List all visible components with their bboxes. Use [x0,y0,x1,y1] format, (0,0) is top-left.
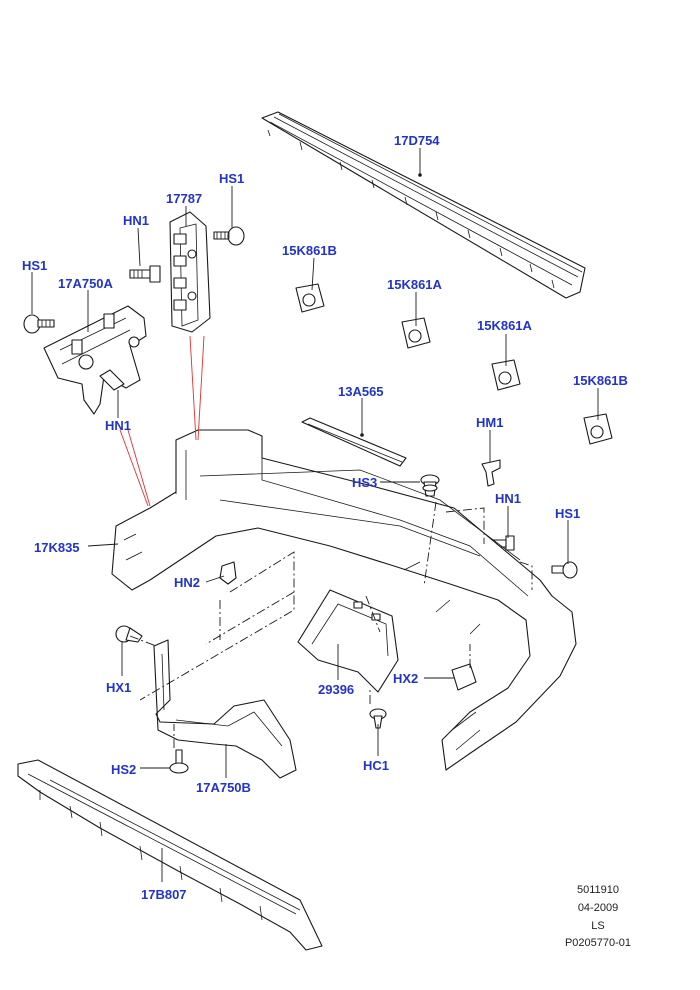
label-hx1: HX1 [106,680,131,695]
dashed-alignment-lines [129,501,533,748]
red-indicator-lines [119,335,205,507]
clip-15K861B [295,283,325,313]
bracket-17A750B [153,639,297,779]
screw-hs1-left [23,314,55,334]
label-hs1-left: HS1 [22,258,47,273]
clip-15K861B-2 [583,413,613,445]
label-17787: 17787 [166,191,202,206]
label-15K861B: 15K861B [282,243,337,258]
diagram-metadata: 5011910 04-2009 LS P0205770-01 [565,884,631,949]
label-17A750A: 17A750A [58,276,114,291]
clip-hx2 [451,663,477,691]
meta-code: 5011910 [577,884,619,896]
label-17K835: 17K835 [34,540,80,555]
part-labels: 17D754 17787 HS1 HN1 HS1 17A750A 15K861B… [22,133,628,902]
label-hx2: HX2 [393,671,418,686]
label-29396: 29396 [318,682,354,697]
bracket-17787 [169,211,211,333]
screw-hs1-top [213,226,245,246]
fastener-hx1 [115,625,143,643]
label-hs2: HS2 [111,762,136,777]
clip-15K861A-2 [491,359,521,391]
clip-hc1 [369,708,387,729]
screw-hs2 [169,749,189,774]
label-hn1-top: HN1 [123,213,149,228]
meta-ref: P0205770-01 [565,937,631,949]
absorber-17B807 [17,759,323,951]
clip-15K861A-1 [401,317,431,349]
nut-hn2 [219,561,237,585]
fastener-hm1 [481,459,501,487]
label-hn1-mid: HN1 [105,418,131,433]
label-hn1-right: HN1 [495,491,521,506]
label-13A565: 13A565 [338,384,384,399]
label-17A750B: 17A750B [196,780,251,795]
meta-model: LS [591,920,604,932]
label-hs3: HS3 [352,475,377,490]
trim-strip-17D754 [261,111,586,299]
screw-hs1-right [551,561,578,579]
label-15K861A-2: 15K861A [477,318,533,333]
leader-lines [31,148,599,882]
bumper-cover-17K835 [111,429,577,771]
label-15K861B-2: 15K861B [573,373,628,388]
meta-date: 04-2009 [578,902,618,914]
bracket-17A750A [43,305,147,415]
bracket-29396 [297,589,399,693]
label-15K861A-1: 15K861A [387,277,443,292]
label-hn2: HN2 [174,575,200,590]
reflector-13A565 [301,417,407,467]
label-17D754: 17D754 [394,133,440,148]
label-17B807: 17B807 [141,887,187,902]
label-hs1-top: HS1 [219,171,244,186]
bolt-hn1-top [129,265,161,283]
label-hm1: HM1 [476,415,503,430]
label-hs1-right: HS1 [555,506,580,521]
fastener-hs3 [420,474,440,497]
label-hc1: HC1 [363,758,389,773]
